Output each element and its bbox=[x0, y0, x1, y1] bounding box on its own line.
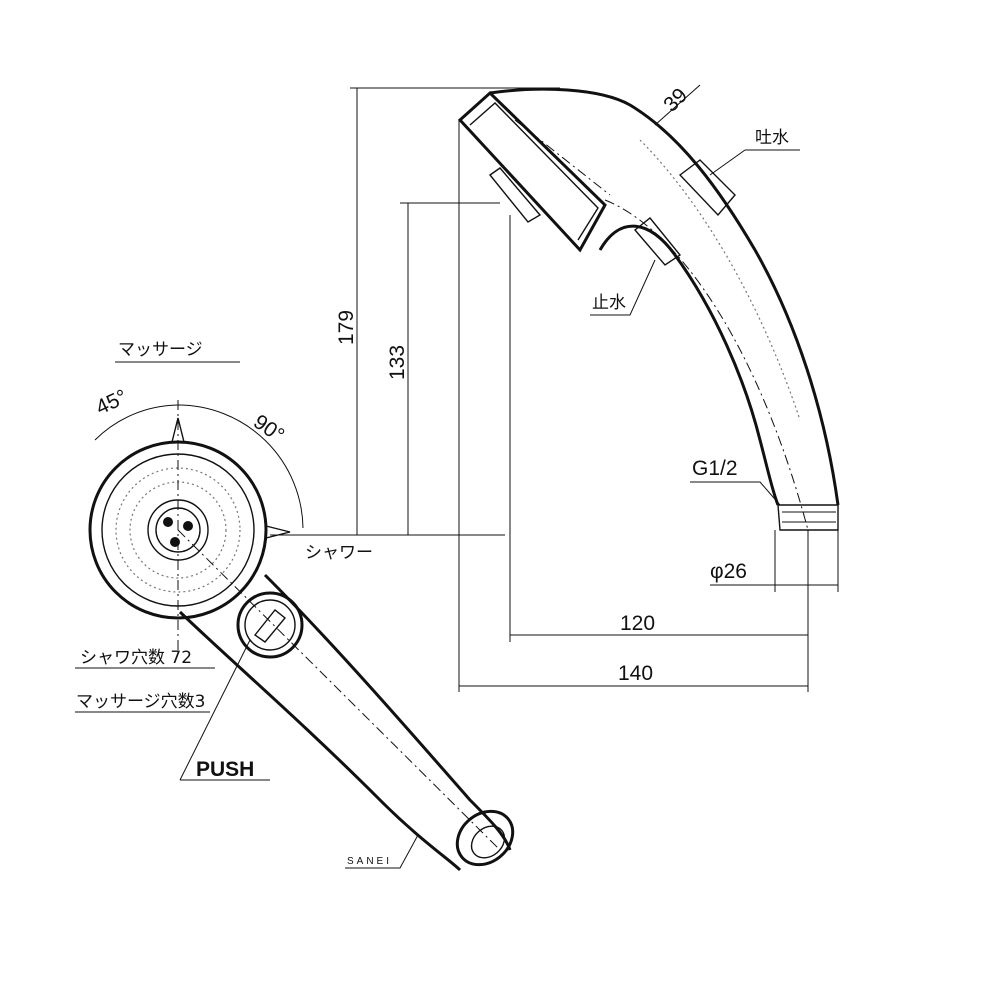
dim-133: 133 bbox=[386, 345, 409, 380]
dim-diameter: φ26 bbox=[710, 560, 747, 583]
label-massage: マッサージ bbox=[118, 340, 203, 360]
label-push: PUSH bbox=[196, 758, 254, 781]
label-spout: 吐水 bbox=[755, 128, 789, 148]
dim-39: 39 bbox=[659, 84, 692, 117]
label-shower-holes: シャワ穴数 72 bbox=[80, 648, 192, 668]
label-shower: シャワー bbox=[305, 543, 373, 563]
dim-179: 179 bbox=[335, 310, 358, 345]
dimension-lines bbox=[75, 84, 839, 869]
dim-120: 120 bbox=[620, 612, 655, 635]
label-stop: 止水 bbox=[592, 293, 626, 313]
dim-140: 140 bbox=[618, 662, 653, 685]
side-view bbox=[457, 87, 840, 531]
label-thread: G1/2 bbox=[692, 457, 738, 480]
brand-mark: SANEI bbox=[347, 856, 392, 867]
front-view bbox=[88, 400, 515, 872]
angle-90: 90° bbox=[249, 410, 288, 447]
label-massage-holes: マッサージ穴数3 bbox=[76, 692, 205, 712]
angle-45: 45° bbox=[92, 385, 131, 419]
